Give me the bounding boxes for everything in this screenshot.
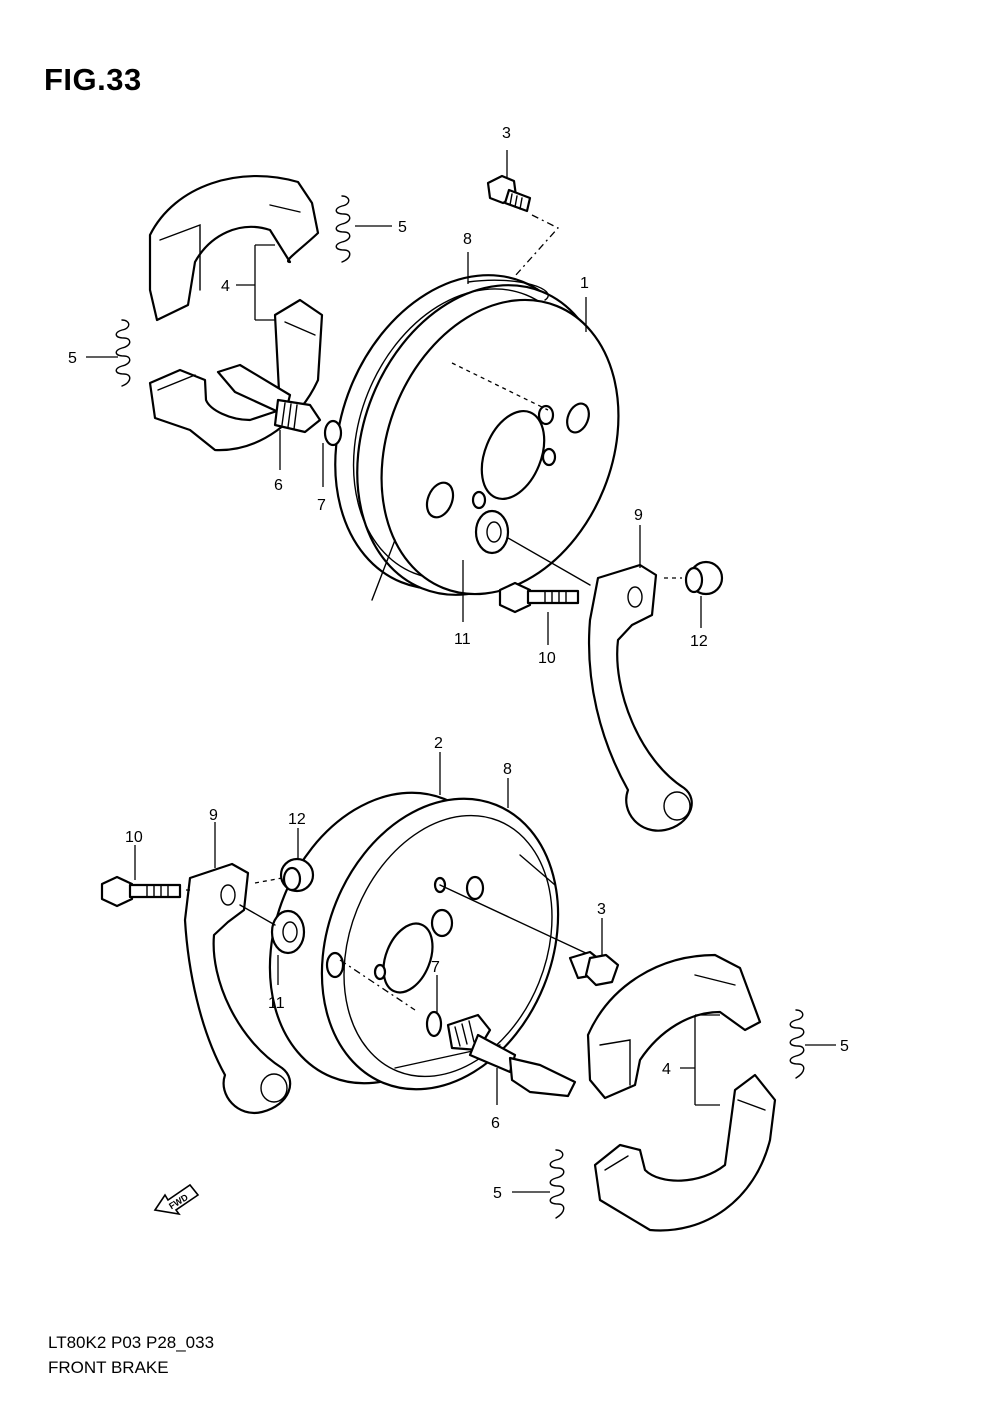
screw-upper: [486, 174, 532, 213]
guide-line-drum-hole: [451, 362, 549, 411]
washer-small-lower: [425, 1010, 443, 1038]
callout-5-lower-bottom: 5: [493, 1185, 502, 1202]
shoe-bracket-lower: [680, 1014, 720, 1106]
brake-lever-upper: [587, 563, 693, 832]
callout-10-lower: 10: [125, 829, 143, 846]
shoe-bracket-upper: [236, 244, 275, 321]
figure-title: FIG.33: [44, 62, 142, 97]
callout-12-upper: 12: [690, 633, 708, 650]
callout-9-upper: 9: [634, 507, 643, 524]
washer-big-lower: [270, 909, 306, 955]
washer-small-upper: [323, 419, 343, 447]
spring-upper-right: [335, 195, 351, 263]
camshaft-lower: [446, 1013, 577, 1098]
spring-lower-right: [789, 1009, 805, 1079]
callout-8-upper: 8: [463, 231, 472, 248]
brake-lever-lower: [183, 862, 292, 1115]
callout-4-upper: 4: [221, 278, 230, 295]
brake-shoe-lower-bottom: [593, 1073, 777, 1232]
guide-line-camshaft-lower: [339, 959, 416, 1011]
guide-line-screw-upper: [514, 214, 560, 277]
screw-lower: [568, 950, 620, 987]
callout-5-upper-right: 5: [398, 219, 407, 236]
brake-drum-upper: [334, 274, 620, 601]
forward-direction-badge: FWD: [153, 1183, 200, 1216]
drum-seal-upper: [467, 279, 549, 301]
callout-11-upper: 11: [454, 631, 471, 648]
callout-10-upper: 10: [538, 650, 556, 667]
callout-5-upper-left: 5: [68, 350, 77, 367]
cap-nut-lower: [279, 857, 315, 893]
guide-line-washer-upper: [507, 537, 591, 586]
figure-code: LT80K2 P03 P28_033: [48, 1333, 215, 1352]
guide-line-washer-lower: [239, 904, 276, 926]
spring-lower-bottom: [549, 1149, 565, 1219]
callout-11-lower: 11: [268, 995, 285, 1012]
figure-caption: FRONT BRAKE: [48, 1358, 169, 1377]
washer-big-upper: [474, 509, 510, 555]
callout-7-lower: 7: [431, 959, 440, 976]
callout-6-lower: 6: [491, 1115, 500, 1132]
brake-shoe-lower-top: [586, 953, 762, 1100]
guide-line-drum-lower: [439, 884, 591, 956]
callout-12-lower: 12: [288, 811, 306, 828]
cap-nut-upper: [684, 560, 724, 596]
guide-line-cap-lower: [254, 877, 283, 884]
callout-5-lower-right: 5: [840, 1038, 849, 1055]
callout-4-lower: 4: [662, 1061, 671, 1078]
brake-drum-lower: [268, 791, 560, 1091]
callout-9-lower: 9: [209, 807, 218, 824]
callout-8-lower: 8: [503, 761, 512, 778]
callout-7-upper: 7: [317, 497, 326, 514]
bolt-lower: [100, 875, 182, 908]
callout-3-upper: 3: [502, 125, 511, 142]
callout-6-upper: 6: [274, 477, 283, 494]
callout-3-lower: 3: [597, 901, 606, 918]
callout-1-upper: 1: [580, 275, 589, 292]
spring-upper-left: [115, 319, 131, 387]
bolt-upper: [498, 581, 580, 614]
camshaft-upper: [216, 363, 322, 434]
callout-2-lower: 2: [434, 735, 443, 752]
brake-shoe-upper-top: [148, 174, 320, 322]
